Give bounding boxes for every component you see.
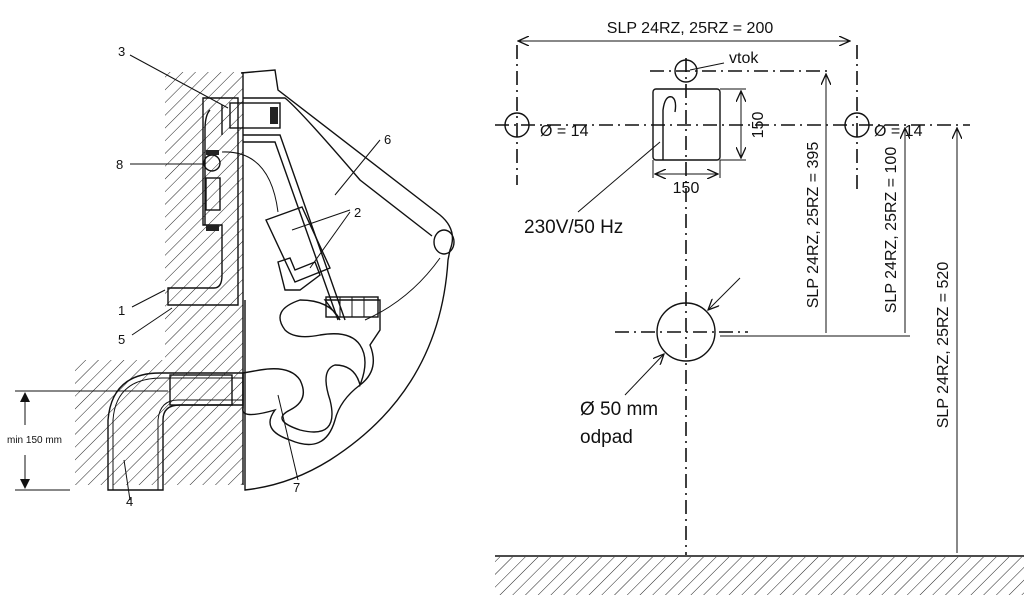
box-width-dim: 150 [673, 180, 700, 197]
drain-pipe-bend [107, 372, 244, 491]
power-label: 230V/50 Hz [524, 217, 623, 238]
drain-label: odpad [580, 427, 633, 448]
drain-diameter-label: Ø 50 mm [580, 399, 658, 420]
dim-100: SLP 24RZ, 25RZ = 100 [883, 147, 900, 314]
part-label-8: 8 [116, 157, 123, 172]
mounting-hole-right [844, 112, 870, 138]
wall-hatch [75, 72, 243, 485]
siphon-trap [242, 299, 381, 446]
part-label-6: 6 [384, 132, 391, 147]
box-height-dim: 150 [750, 112, 767, 139]
urinal-section-drawing [15, 54, 455, 501]
part-label-4: 4 [126, 494, 133, 509]
part-label-2: 2 [354, 205, 361, 220]
drain-circle [656, 302, 716, 362]
hole-left-diameter: Ø = 14 [540, 123, 589, 140]
width-dimension: SLP 24RZ, 25RZ = 200 [607, 20, 774, 37]
floor-hatch [495, 557, 1024, 595]
urinal-body [240, 69, 454, 491]
part-label-5: 5 [118, 332, 125, 347]
part-label-1: 1 [118, 303, 125, 318]
hole-right-diameter: Ø = 14 [874, 123, 923, 140]
part-label-3: 3 [118, 44, 125, 59]
dim-520: SLP 24RZ, 25RZ = 520 [935, 262, 952, 429]
part-label-7: 7 [293, 480, 300, 495]
mounting-dimensions-drawing [495, 41, 1024, 595]
dim-395: SLP 24RZ, 25RZ = 395 [805, 142, 822, 309]
min-height-label: min 150 mm [7, 435, 62, 446]
mounting-hole-left [504, 112, 530, 138]
inlet-label: vtok [729, 50, 759, 67]
